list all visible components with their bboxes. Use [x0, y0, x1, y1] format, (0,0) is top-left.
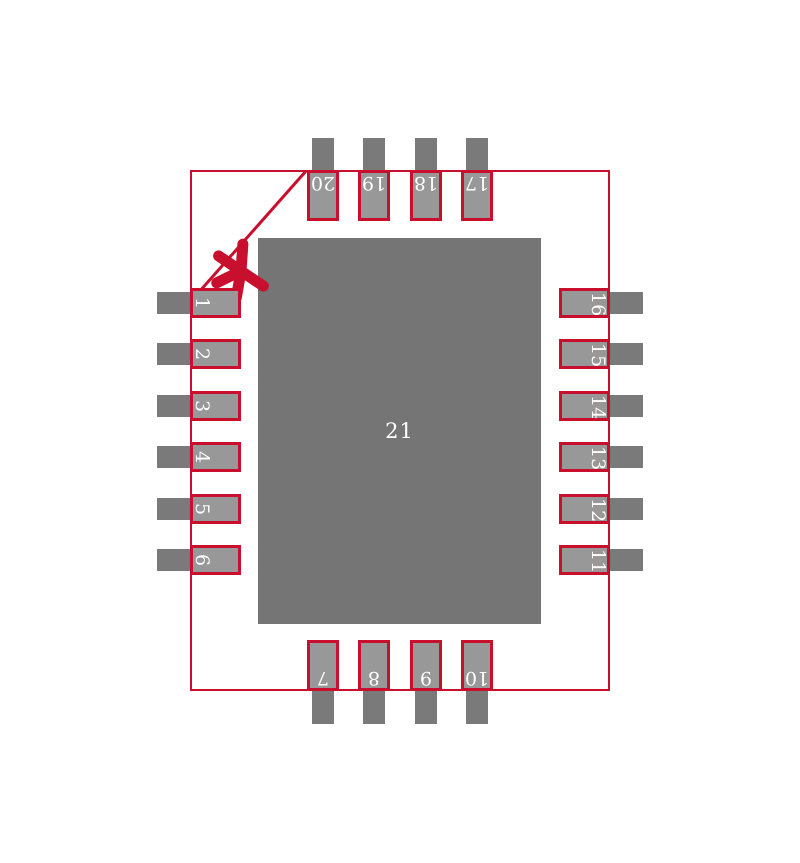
pin-number-18: 18 — [413, 172, 439, 194]
pin-number-16: 16 — [587, 292, 609, 317]
outer-pad-pin-1 — [157, 292, 190, 314]
pad-pin-2: 2 — [190, 339, 241, 369]
pin-number-19: 19 — [361, 172, 387, 194]
pin-number-5: 5 — [191, 502, 213, 516]
thermal-pad: 21 — [258, 238, 541, 624]
outer-pad-pin-11 — [610, 549, 643, 571]
pin-number-3: 3 — [191, 399, 213, 413]
pad-pin-9: 9 — [410, 640, 442, 691]
pin-number-12: 12 — [587, 498, 609, 523]
pad-pin-3: 3 — [190, 391, 241, 421]
pad-pin-14: 14 — [559, 391, 610, 421]
outer-pad-pin-2 — [157, 343, 190, 365]
pin-number-6: 6 — [191, 553, 213, 567]
pad-pin-16: 16 — [559, 288, 610, 318]
pin-number-13: 13 — [587, 446, 609, 471]
pad-pin-11: 11 — [559, 545, 610, 575]
pin-number-10: 10 — [464, 667, 490, 689]
pad-pin-4: 4 — [190, 442, 241, 472]
pad-pin-6: 6 — [190, 545, 241, 575]
outer-pad-pin-17 — [466, 138, 488, 171]
pin-number-11: 11 — [587, 549, 609, 574]
pad-pin-8: 8 — [358, 640, 390, 691]
outer-pad-pin-18 — [415, 138, 437, 171]
pin-number-8: 8 — [367, 667, 381, 689]
pad-pin-1: 1 — [190, 288, 241, 318]
outer-pad-pin-9 — [415, 691, 437, 724]
outer-pad-pin-6 — [157, 549, 190, 571]
pad-pin-17: 17 — [461, 170, 493, 221]
pin-number-1: 1 — [191, 296, 213, 310]
pin-number-9: 9 — [419, 667, 433, 689]
package-outline — [190, 170, 610, 691]
pad-pin-19: 19 — [358, 170, 390, 221]
pad-pin-20: 20 — [307, 170, 339, 221]
pad-pin-7: 7 — [307, 640, 339, 691]
outer-pad-pin-10 — [466, 691, 488, 724]
pad-pin-10: 10 — [461, 640, 493, 691]
outer-pad-pin-13 — [610, 446, 643, 468]
pin-number-4: 4 — [191, 450, 213, 464]
thermal-pad-number: 21 — [385, 419, 414, 443]
outer-pad-pin-19 — [363, 138, 385, 171]
outer-pad-pin-15 — [610, 343, 643, 365]
outer-pad-pin-12 — [610, 498, 643, 520]
pad-pin-15: 15 — [559, 339, 610, 369]
outer-pad-pin-16 — [610, 292, 643, 314]
outer-pad-pin-5 — [157, 498, 190, 520]
outer-pad-pin-14 — [610, 395, 643, 417]
pin-number-7: 7 — [316, 667, 330, 689]
outer-pad-pin-7 — [312, 691, 334, 724]
pad-pin-13: 13 — [559, 442, 610, 472]
outer-pad-pin-3 — [157, 395, 190, 417]
pad-pin-12: 12 — [559, 494, 610, 524]
pin-number-14: 14 — [587, 395, 609, 420]
pad-pin-18: 18 — [410, 170, 442, 221]
pin-number-15: 15 — [587, 343, 609, 368]
pin-number-20: 20 — [310, 172, 336, 194]
outer-pad-pin-20 — [312, 138, 334, 171]
outer-pad-pin-4 — [157, 446, 190, 468]
outer-pad-pin-8 — [363, 691, 385, 724]
pad-pin-5: 5 — [190, 494, 241, 524]
pin-number-2: 2 — [191, 347, 213, 361]
pin-number-17: 17 — [464, 172, 490, 194]
